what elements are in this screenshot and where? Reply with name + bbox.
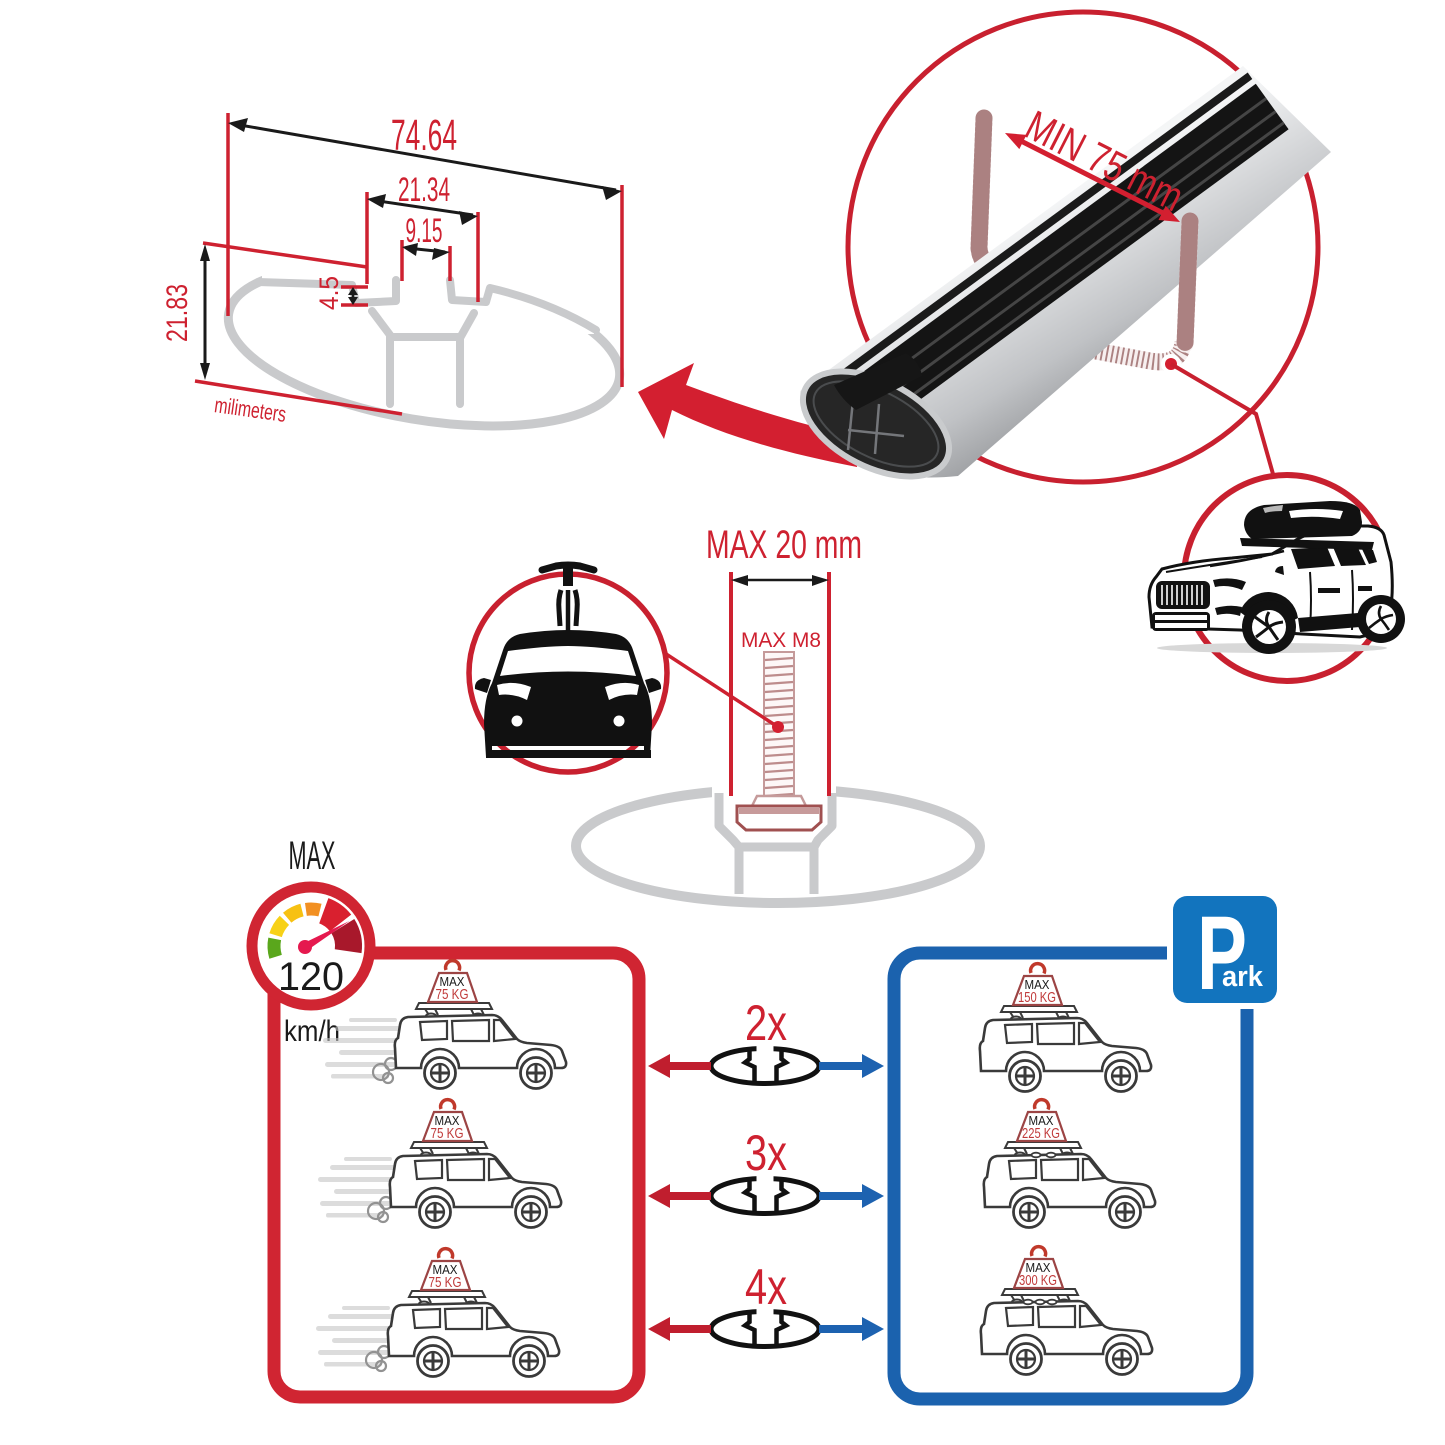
svg-text:21.34: 21.34: [398, 171, 450, 209]
svg-text:75 KG: 75 KG: [429, 1275, 462, 1291]
svg-text:225 KG: 225 KG: [1022, 1126, 1060, 1142]
svg-text:MAX 20 mm: MAX 20 mm: [706, 523, 862, 567]
svg-text:MAX: MAX: [440, 974, 465, 989]
svg-text:MAX: MAX: [435, 1113, 460, 1128]
svg-text:74.64: 74.64: [391, 111, 457, 160]
svg-text:9.15: 9.15: [406, 212, 443, 250]
svg-text:km/h: km/h: [284, 1015, 340, 1048]
svg-text:MAX: MAX: [1025, 977, 1050, 992]
svg-text:P: P: [1197, 895, 1247, 1012]
svg-text:MAX: MAX: [289, 834, 336, 878]
svg-text:MAX M8: MAX M8: [741, 629, 821, 652]
svg-text:75 KG: 75 KG: [431, 1126, 464, 1142]
svg-text:MAX: MAX: [1029, 1113, 1054, 1128]
svg-text:75 KG: 75 KG: [436, 987, 469, 1003]
svg-text:4.5: 4.5: [314, 276, 344, 310]
svg-text:21.83: 21.83: [161, 284, 194, 342]
svg-text:300 KG: 300 KG: [1019, 1273, 1057, 1289]
svg-text:MAX: MAX: [1026, 1260, 1051, 1275]
svg-text:150 KG: 150 KG: [1018, 990, 1056, 1006]
svg-text:MAX: MAX: [433, 1262, 458, 1277]
svg-text:120: 120: [278, 955, 344, 999]
svg-text:ark: ark: [1222, 961, 1264, 993]
